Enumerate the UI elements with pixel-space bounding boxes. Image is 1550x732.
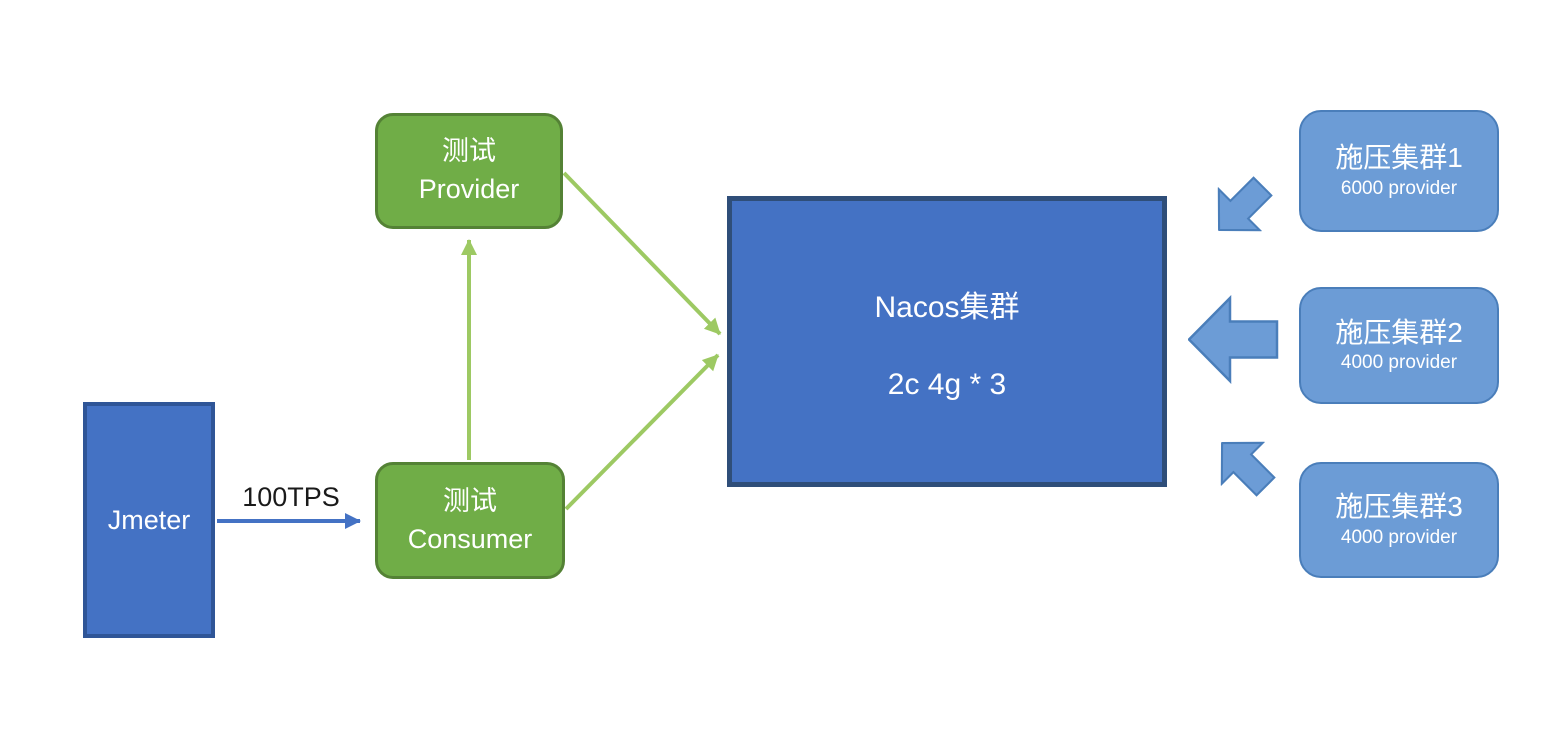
- node-stress-cluster-1-title: 施压集群1: [1335, 142, 1463, 174]
- node-nacos-title: Nacos集群: [874, 290, 1020, 324]
- node-stress-cluster-1-subtitle: 6000 provider: [1340, 177, 1458, 199]
- node-stress-cluster-2-subtitle: 4000 provider: [1340, 352, 1458, 374]
- block-arrow-up-left-icon: [1199, 420, 1288, 509]
- edge-consumer-to-nacos: [564, 353, 720, 511]
- node-test-provider-line1: 测试: [442, 136, 496, 167]
- node-nacos-cluster: Nacos集群 2c 4g * 3: [727, 196, 1167, 487]
- block-arrow-left-icon: [1188, 295, 1279, 384]
- node-test-consumer: 测试 Consumer: [375, 462, 565, 579]
- node-test-consumer-line1: 测试: [443, 485, 497, 516]
- node-test-provider-line2: Provider: [418, 174, 520, 204]
- edge-provider-to-nacos: [562, 171, 722, 336]
- node-stress-cluster-2-title: 施压集群2: [1335, 316, 1463, 348]
- node-stress-cluster-3: 施压集群3 4000 provider: [1299, 462, 1499, 578]
- node-test-provider: 测试 Provider: [375, 113, 563, 229]
- node-stress-cluster-1: 施压集群1 6000 provider: [1299, 110, 1499, 232]
- node-stress-cluster-3-title: 施压集群3: [1335, 491, 1463, 523]
- node-stress-cluster-3-subtitle: 4000 provider: [1340, 526, 1458, 548]
- node-nacos-spec: 2c 4g * 3: [887, 367, 1007, 401]
- block-arrow-down-left-icon: [1196, 163, 1285, 252]
- node-stress-cluster-2: 施压集群2 4000 provider: [1299, 287, 1499, 404]
- edge-label-100tps: 100TPS: [242, 482, 340, 512]
- node-test-consumer-line2: Consumer: [407, 523, 533, 554]
- node-jmeter: Jmeter: [83, 402, 215, 638]
- node-jmeter-label: Jmeter: [107, 504, 191, 535]
